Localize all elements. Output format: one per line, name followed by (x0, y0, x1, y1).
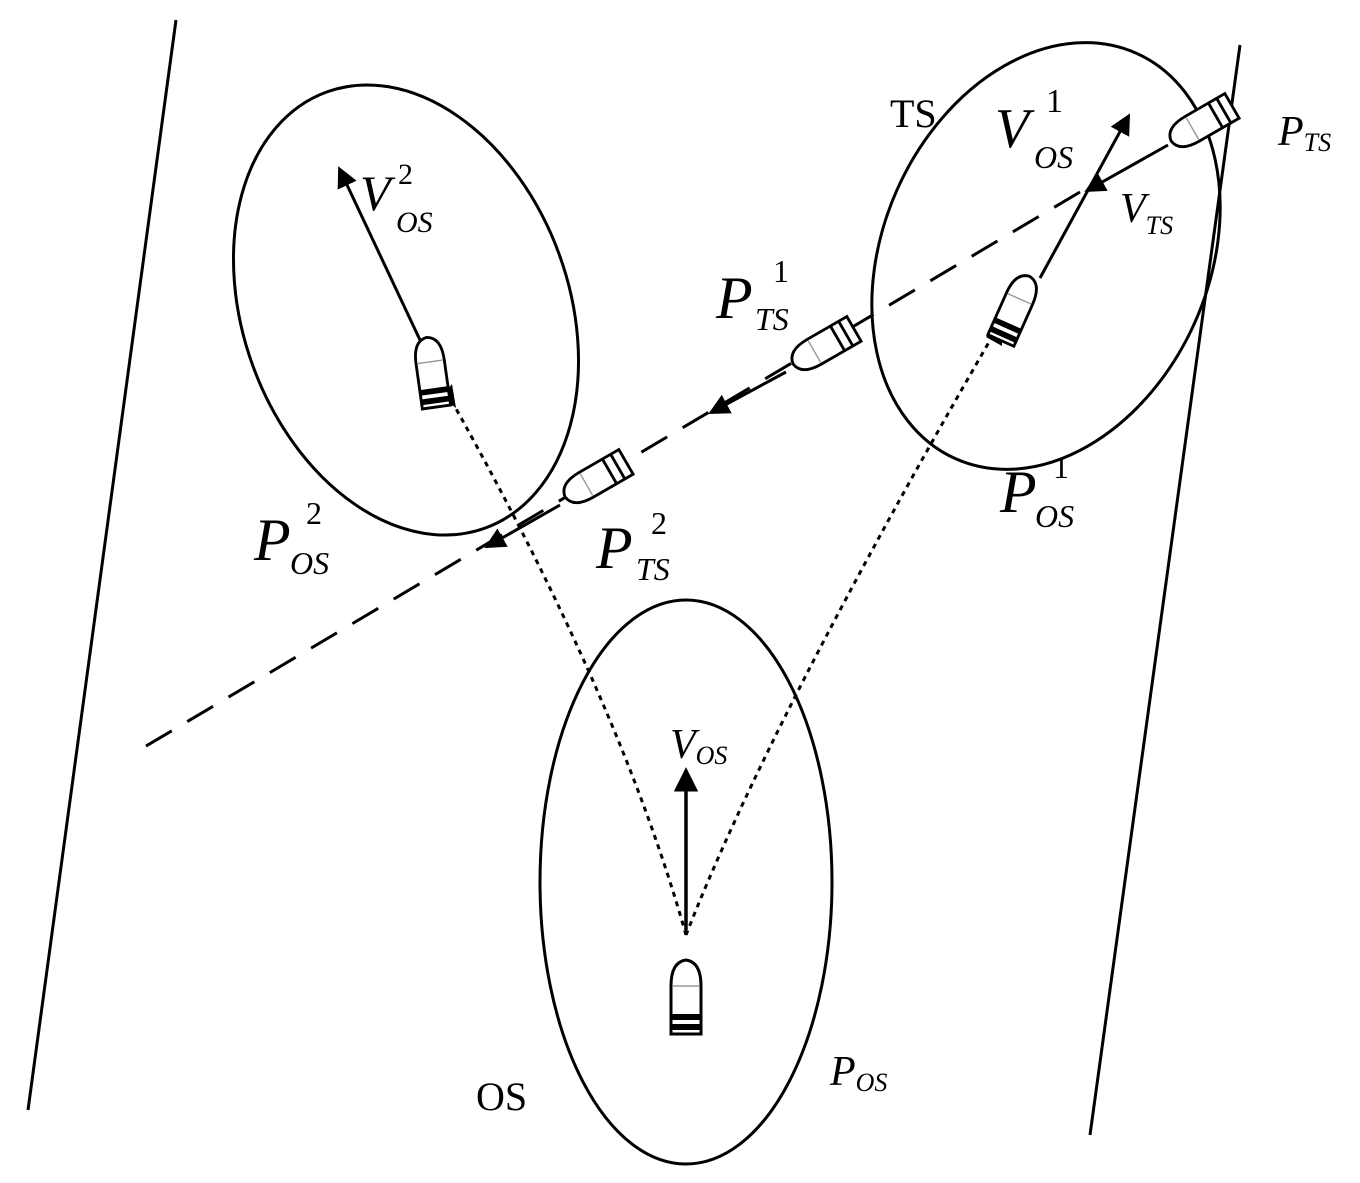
v-ts-arrow (1084, 143, 1169, 193)
p-ts-1-sup: 1 (773, 253, 789, 289)
channel-boundary-right (1088, 44, 1242, 1136)
p-ts-2-label: P (595, 515, 633, 581)
os-path-to-p1 (684, 329, 998, 936)
ts-ship-icon-2 (556, 448, 635, 511)
p-os-2-sup: 2 (306, 495, 322, 531)
os-label: OS (476, 1074, 527, 1119)
os-ship-icon-1 (986, 269, 1044, 348)
p-os-2-sub: OS (290, 545, 329, 581)
p-ts-2-sup: 2 (651, 505, 667, 541)
os-domain-ellipse (538, 598, 834, 1166)
v-os-1-arrow (1038, 113, 1131, 279)
v-os-2-arrow (337, 166, 422, 341)
p-os-1-sub: OS (1035, 498, 1074, 534)
v-ts-2-arrow (484, 503, 561, 549)
os-domain-ellipse-1 (870, 41, 1222, 471)
os-ship-icon-2 (411, 333, 453, 411)
v-ts-1-arrow (708, 370, 787, 414)
ts-label: TS (890, 91, 937, 136)
os-path-to-p2 (448, 397, 688, 936)
p-os-1-label: P (999, 459, 1037, 525)
p-ts-label: PTS (1277, 109, 1331, 157)
v-os-1-sub: OS (1034, 139, 1073, 175)
v-os-2-sub: OS (396, 206, 433, 239)
v-ts-label: VTS (1120, 186, 1173, 240)
p-ts-1-label: P (715, 265, 753, 331)
p-os-1-sup: 1 (1053, 449, 1069, 485)
os-domain-ellipse-2 (231, 83, 581, 537)
p-ts-1-sub: TS (755, 301, 789, 337)
v-os-label: VOS (670, 722, 727, 770)
v-os-1-sup: 1 (1046, 83, 1063, 120)
ts-ship-icon-1 (784, 315, 863, 378)
v-os-2-sup: 2 (398, 158, 413, 191)
p-os-2-label: P (253, 507, 291, 573)
p-ts-2-sub: TS (636, 551, 670, 587)
os-ship-icon (669, 958, 703, 1036)
channel-boundary-left (26, 19, 178, 1111)
p-os-label: POS (829, 1049, 887, 1097)
v-os-2-label: V (360, 165, 396, 221)
v-os-1-label: V (995, 98, 1035, 160)
